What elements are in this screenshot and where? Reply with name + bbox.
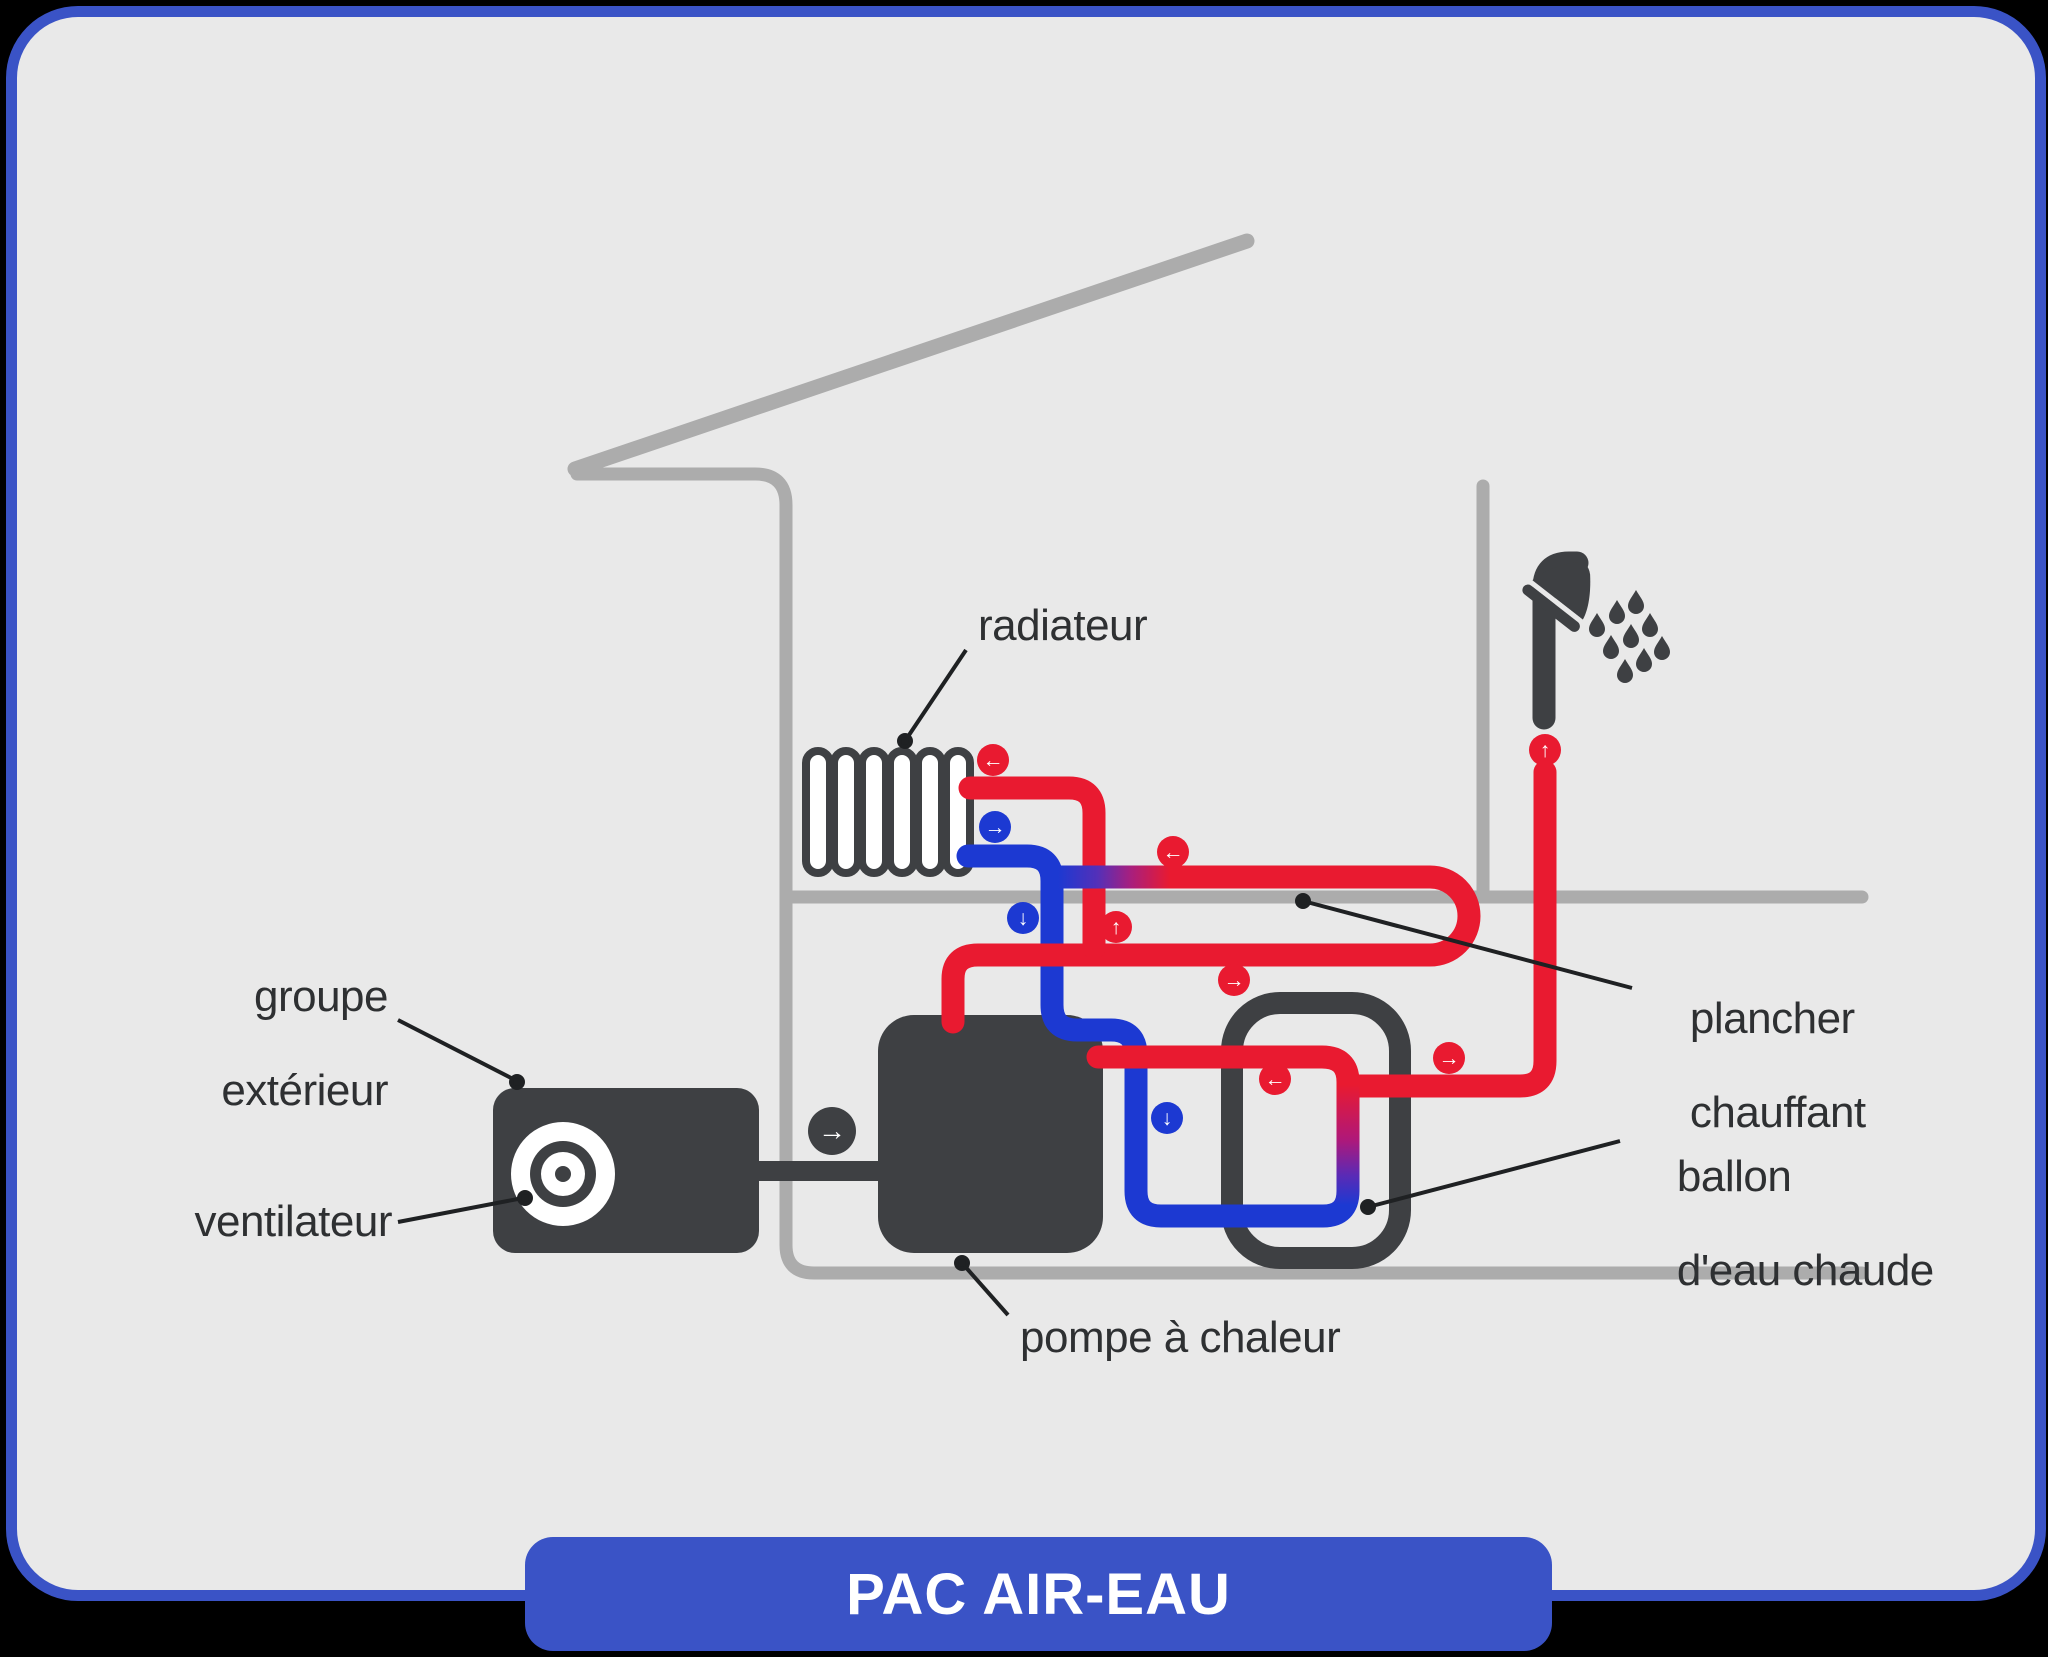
flow-down-cold-drop-badge: ↓	[1007, 902, 1039, 934]
tank-coil-gradient	[1274, 1068, 1360, 1228]
pipes	[941, 760, 1557, 1228]
flow-right-radiator-return-badge: →	[979, 811, 1011, 843]
flow-right-air-intake-badge: →	[808, 1107, 856, 1155]
left-wall-and-ground-floor	[570, 467, 1869, 1280]
label-pompe-a-chaleur: pompe à chaleur	[1020, 1313, 1341, 1362]
house-outline	[567, 233, 1869, 1280]
title-bar: PAC AIR-EAU	[525, 1537, 1552, 1651]
heat-pump-box	[878, 1015, 1103, 1253]
flow-up-shower-supply-badge: ↑	[1529, 734, 1561, 766]
label-plancher-chauffant: plancher chauffant	[1689, 994, 1866, 1137]
fan-icon	[511, 1122, 615, 1226]
radiator-icon	[802, 747, 974, 877]
cold-return-pipe	[956, 844, 1304, 1228]
flow-left-floor-return-badge: ←	[1157, 836, 1189, 868]
flow-down-tank-in-badge: ↓	[1151, 1102, 1183, 1134]
label-ballon-eau-chaude: ballon d'eau chaude	[1676, 1152, 1934, 1295]
shower-head	[1522, 562, 1591, 632]
flow-left-radiator-supply-badge: ←	[977, 744, 1009, 776]
flow-right-floor-supply-badge: →	[1218, 964, 1250, 996]
radiator-supply-pipe	[958, 776, 1106, 960]
roof-line	[567, 233, 1255, 477]
water-drops	[1589, 590, 1670, 683]
leader-lines	[397, 648, 1633, 1317]
hot-water-tank-outline	[1221, 992, 1411, 1269]
flow-up-hot-riser-badge: ↑	[1100, 911, 1132, 943]
label-groupe-exterieur: groupe extérieur	[221, 972, 388, 1115]
diagram-frame	[6, 6, 2046, 1601]
label-radiateur: radiateur	[978, 601, 1148, 650]
shower-supply-pipe	[1336, 760, 1557, 1098]
shower-icon	[1522, 551, 1670, 730]
flow-right-tank-out-badge: →	[1433, 1042, 1465, 1074]
page-title: PAC AIR-EAU	[846, 1561, 1231, 1627]
flow-left-tank-top-badge: ←	[1259, 1063, 1291, 1095]
label-ventilateur: ventilateur	[194, 1197, 392, 1246]
